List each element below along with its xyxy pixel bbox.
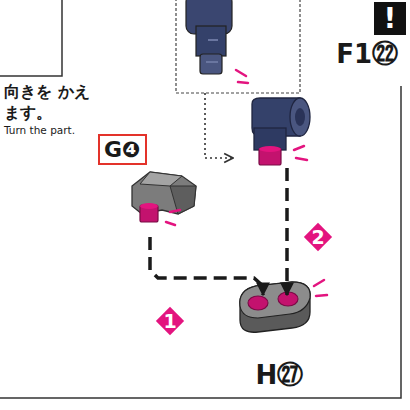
warning-icon: !: [374, 2, 406, 35]
note-text: Turn the part.: [4, 124, 94, 138]
step-diamond: 1: [155, 306, 185, 336]
part-node: G❹: [98, 134, 198, 237]
part-label: F1㉒: [334, 40, 400, 70]
turn-arrow: [205, 93, 232, 158]
part-h: [240, 280, 327, 332]
dashed-assembly-arrow: [150, 237, 263, 295]
part-label: G❹: [98, 134, 147, 165]
frame-line: [0, 0, 62, 76]
part-f1: [252, 98, 310, 165]
part-before-turn: [186, 0, 248, 83]
dashed-assembly-arrow: [285, 168, 289, 295]
part-node: F1㉒: [236, 40, 404, 168]
step-diamond: 2: [303, 222, 333, 252]
part-label: H㉗: [254, 361, 306, 391]
step-number: 2: [303, 222, 333, 252]
part-node: H㉗: [232, 295, 327, 395]
note-text: 向きを かえます。: [4, 82, 90, 124]
frame-line: [0, 86, 401, 398]
step-number: 1: [155, 306, 185, 336]
part-g: [132, 172, 196, 225]
